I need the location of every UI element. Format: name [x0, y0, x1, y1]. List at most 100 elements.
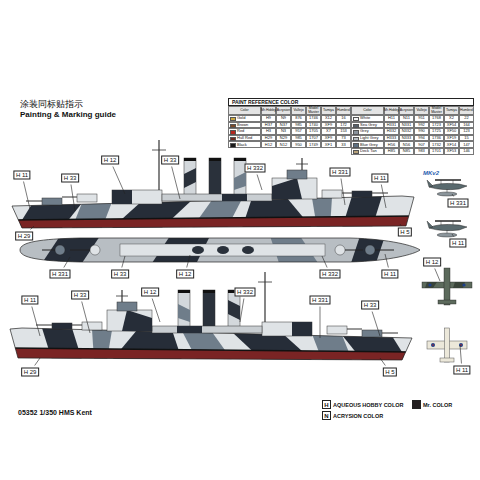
callout-number: H 331	[309, 296, 330, 305]
table-cell: 1768	[429, 115, 444, 122]
table-cell: N9	[276, 115, 291, 122]
table-cell: H56	[384, 141, 399, 148]
leader-line	[257, 175, 262, 191]
aircraft-top-view	[425, 282, 437, 288]
table-cell: 1736	[429, 135, 444, 142]
table-cell: X2	[444, 115, 459, 122]
leader-line	[64, 257, 70, 268]
legend-text: AQUEOUS HOBBY COLOR	[333, 402, 404, 408]
callout-number: H 11	[453, 366, 470, 375]
ship-plan-view	[18, 236, 423, 266]
callout-number: H 33	[61, 174, 79, 183]
callout-number: H 332	[234, 288, 255, 297]
leader-line	[400, 224, 402, 226]
table-cell: Light Grey	[351, 135, 384, 142]
ship-plan-view	[120, 244, 325, 256]
table-cell: XF9	[321, 122, 336, 129]
ship-plan-view	[42, 250, 55, 251]
aircraft-top-view	[422, 268, 472, 305]
table-cell: 876	[291, 115, 306, 122]
leader-line	[452, 194, 454, 197]
guide-subtitle: Painting & Marking guide	[20, 110, 116, 119]
leader-line	[380, 358, 385, 366]
table-cell: 1746	[306, 115, 321, 122]
table-header: Tamiya	[444, 106, 459, 115]
table-cell: 1749	[306, 141, 321, 148]
table-cell: 1723	[429, 122, 444, 129]
table-header: Humbrol	[336, 106, 351, 115]
table-cell: Gold	[228, 115, 261, 122]
table-cell: XF9	[321, 135, 336, 142]
ship-plan-view	[335, 245, 345, 255]
table-cell: Brown	[228, 122, 261, 129]
table-cell: 33	[336, 141, 351, 148]
ship-starboard	[7, 140, 422, 233]
table-cell: XF14	[444, 141, 459, 148]
callout-number: H 5	[383, 368, 397, 377]
table-cell: Sea Grey	[351, 122, 384, 129]
leader-line	[341, 179, 345, 206]
table-cell: 22	[459, 115, 474, 122]
leader-line	[113, 167, 125, 195]
ship-plan-view	[192, 246, 204, 254]
ship-plan-view	[20, 238, 420, 262]
legend-item: AQUEOUS HOBBY COLOR	[322, 400, 404, 409]
leader-line	[372, 312, 380, 337]
table-cell: H331	[384, 122, 399, 129]
table-cell: Black	[228, 141, 261, 148]
table-cell: 146	[459, 148, 474, 155]
table-header: Mr.Hobby	[384, 106, 399, 115]
table-cell: 985	[291, 135, 306, 142]
table-cell: 123	[459, 128, 474, 135]
leader-line	[35, 358, 40, 366]
color-swatch	[353, 150, 359, 154]
leader-line	[24, 182, 30, 210]
biplane-top-view	[445, 328, 450, 362]
legend-text: ACRYSION COLOR	[333, 413, 383, 419]
callout-number: H 33	[111, 270, 129, 279]
table-cell: Grey	[351, 128, 384, 135]
callout-number: H 12	[176, 270, 194, 279]
table-cell: H332	[384, 128, 399, 135]
aircraft-mark: MKv2	[423, 170, 439, 176]
leader-line	[320, 307, 321, 339]
ship-port	[2, 272, 417, 365]
table-cell: 992	[414, 122, 429, 129]
callout-number: H 331	[447, 199, 468, 208]
leader-line	[435, 269, 440, 282]
table-cell: 985	[291, 122, 306, 129]
table-header: Color	[351, 106, 384, 115]
color-swatch	[230, 143, 236, 147]
leader-line	[31, 226, 35, 230]
leader-line	[172, 167, 180, 200]
leader-line	[452, 234, 454, 237]
leader-line	[122, 256, 125, 268]
biplane-top-view	[431, 343, 435, 347]
callout-number: H 11	[13, 171, 30, 180]
table-cell: XF1	[321, 141, 336, 148]
callout-number: H 33	[161, 156, 179, 165]
leader-line	[152, 299, 160, 323]
table-cell: H29	[261, 135, 276, 142]
callout-number: H 29	[15, 232, 33, 241]
callout-number: H 33	[71, 291, 89, 300]
table-cell: 994	[414, 135, 429, 142]
aircraft-top-view	[462, 283, 465, 286]
aircraft-top-view	[438, 300, 456, 304]
ship-plan-view	[217, 246, 229, 254]
table-cell: N11	[399, 115, 414, 122]
leader-line	[322, 256, 327, 268]
table-title: PAINT REFERENCE COLOR	[228, 98, 474, 106]
table-cell: N37	[276, 122, 291, 129]
callout-number: H 11	[21, 296, 38, 305]
table-cell: H3	[261, 128, 276, 135]
aircraft-side	[427, 221, 467, 237]
callout-number: H 11	[371, 174, 388, 183]
table-cell: 1701	[429, 148, 444, 155]
table-cell: Deck Tan	[351, 148, 384, 155]
table-cell: Hull Red	[228, 135, 261, 142]
leader-line	[71, 185, 75, 212]
table-cell: XF53	[444, 148, 459, 155]
